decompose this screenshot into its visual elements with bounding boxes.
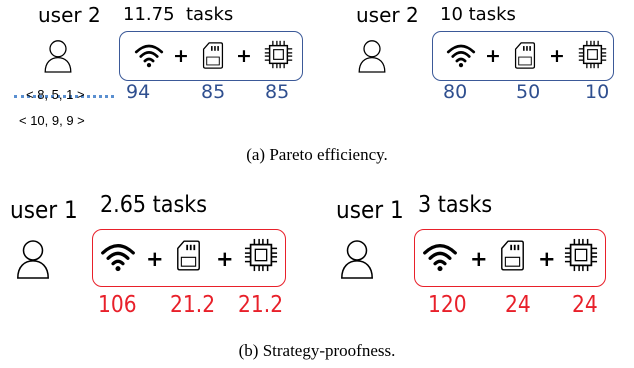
user-label: user 1 xyxy=(336,196,404,224)
wifi-icon xyxy=(446,42,476,68)
sd-card-icon xyxy=(514,41,536,70)
resource-value: 21.2 xyxy=(238,292,284,318)
cpu-chip-icon xyxy=(264,40,293,69)
user-icon xyxy=(14,236,52,282)
resource-value: 10 xyxy=(585,81,610,103)
task-count-label: 3 tasks xyxy=(418,192,493,218)
demand-vector: < 10, 9, 9 > xyxy=(19,113,85,128)
plus-sign: + xyxy=(485,45,501,67)
plus-sign: + xyxy=(173,45,189,67)
cpu-chip-icon xyxy=(578,40,607,69)
task-count-label: 10 tasks xyxy=(440,4,516,25)
user-icon xyxy=(42,37,74,75)
user-icon xyxy=(338,236,376,282)
sd-card-icon xyxy=(202,41,224,70)
cpu-chip-icon xyxy=(564,238,598,272)
plus-sign: + xyxy=(146,247,164,271)
resource-box xyxy=(119,31,303,81)
task-count-label: 2.65 tasks xyxy=(100,192,208,218)
panel-caption: (a) Pareto efficiency. xyxy=(246,145,388,164)
user-label: user 1 xyxy=(10,196,78,224)
resource-value: 80 xyxy=(443,81,468,103)
resource-box xyxy=(92,229,286,287)
task-count-label: 11.75 tasks xyxy=(123,4,234,25)
resource-value: 106 xyxy=(98,292,137,318)
wifi-icon xyxy=(100,241,136,272)
resource-value: 85 xyxy=(201,81,226,103)
user-icon xyxy=(356,37,388,75)
wifi-icon xyxy=(422,241,458,272)
user-label: user 2 xyxy=(38,3,101,27)
plus-sign: + xyxy=(470,247,488,271)
resource-box xyxy=(414,229,606,287)
resource-value: 24 xyxy=(572,292,598,318)
resource-value: 50 xyxy=(516,81,541,103)
resource-value: 94 xyxy=(126,81,151,103)
sd-card-icon xyxy=(500,239,525,272)
demand-vector: < 8, 5, 1 > xyxy=(26,87,85,102)
plus-sign: + xyxy=(236,45,252,67)
dotted-line xyxy=(14,95,114,98)
cpu-chip-icon xyxy=(244,238,278,272)
resource-value: 85 xyxy=(265,81,290,103)
sd-card-icon xyxy=(176,239,201,272)
resource-value: 21.2 xyxy=(170,292,216,318)
plus-sign: + xyxy=(549,45,565,67)
plus-sign: + xyxy=(538,247,556,271)
resource-value: 24 xyxy=(505,292,531,318)
user-label: user 2 xyxy=(356,3,419,27)
wifi-icon xyxy=(134,42,164,68)
resource-box xyxy=(432,31,614,81)
resource-value: 120 xyxy=(428,292,467,318)
plus-sign: + xyxy=(216,247,234,271)
panel-caption: (b) Strategy-proofness. xyxy=(238,341,396,360)
